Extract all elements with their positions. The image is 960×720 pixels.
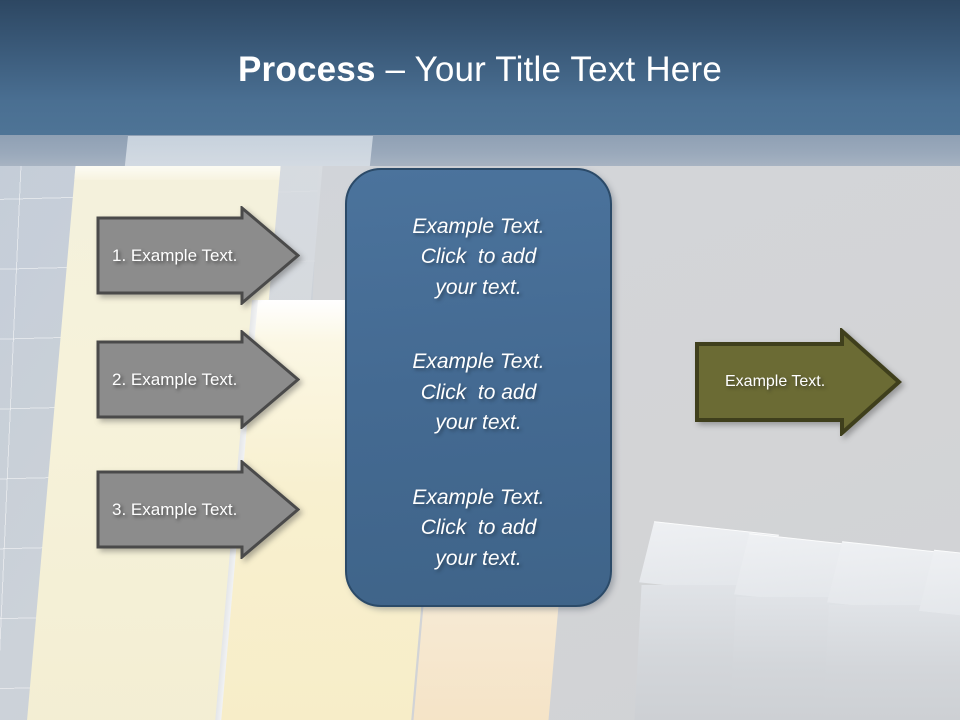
page-title-strong: Process [238,50,376,89]
center-text-block-1-line-3: your text. [435,275,522,299]
process-arrow-1[interactable]: 1. Example Text. [96,206,300,305]
arrow-shape [96,460,300,559]
center-text-block-3-line-3: your text. [435,546,522,570]
center-text-block-1-line-1: Example Text. [412,215,545,238]
center-content-box[interactable]: Example Text. Click to add your text. Ex… [345,168,612,607]
center-text-block-2-line-3: your text. [435,411,522,435]
process-arrow-3[interactable]: 3. Example Text. [96,460,300,559]
center-text-block-2-line-2: Click to add [420,380,537,404]
center-text-block-1-line-2: Click to add [420,245,537,269]
result-arrow[interactable]: Example Text. [694,328,902,436]
arrow-shape [96,330,300,429]
background-peach-band [412,600,559,720]
page-title: Process – Your Title Text Here [0,50,960,90]
center-text-block-2-line-1: Example Text. [412,350,545,374]
center-text-block-3-line-2: Click to add [420,516,537,540]
header-under-band-highlight [124,136,374,166]
center-text-block-3-line-1: Example Text. [412,485,545,509]
arrow-shape [96,206,300,305]
arrow-shape [695,328,902,436]
header-band [0,0,960,135]
page-title-rest: – Your Title Text Here [375,50,722,89]
process-arrow-2[interactable]: 2. Example Text. [96,330,300,429]
center-text-block-2[interactable]: Example Text. Click to add your text. [347,347,610,438]
background-step-face-3 [822,605,960,720]
center-text-block-3[interactable]: Example Text. Click to add your text. [347,483,610,574]
center-text-block-1[interactable]: Example Text. Click to add your text. [347,212,610,303]
